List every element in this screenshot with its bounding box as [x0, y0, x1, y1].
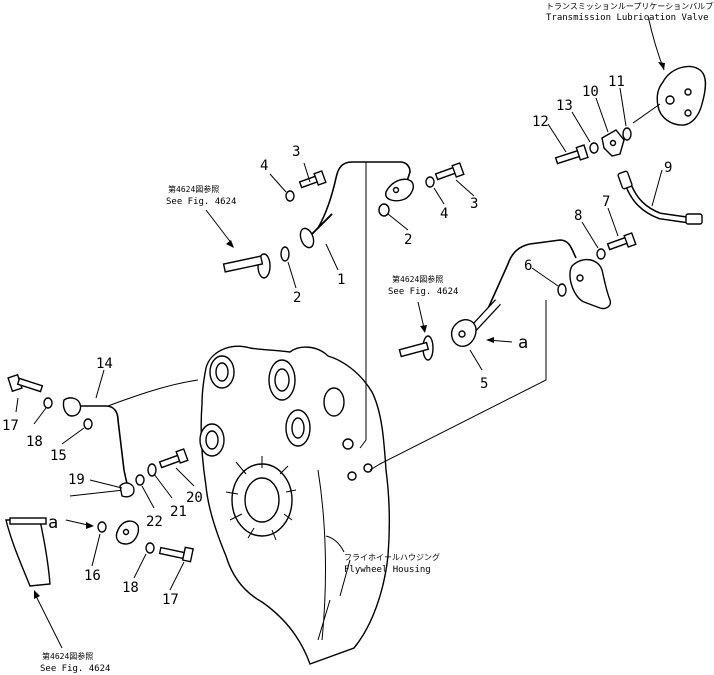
washer-18a [43, 397, 53, 409]
o-ring-2b [378, 203, 390, 217]
part-number-6: 6 [524, 258, 532, 274]
see-fig-arrow-3 [35, 595, 63, 649]
a-arrow-1-head [486, 337, 494, 343]
part-number-13: 13 [556, 98, 573, 114]
pipe-19 [69, 482, 135, 498]
bolt-3a [298, 170, 327, 189]
part-number-16: 16 [84, 568, 101, 584]
see-fig-arrow-1-head [226, 240, 234, 248]
bolt-12 [554, 144, 589, 165]
bolt-20 [158, 448, 189, 469]
see-fig-arrow-3-head [34, 590, 40, 599]
part-number-7: 7 [602, 194, 610, 210]
part-number-3a: 3 [292, 144, 300, 160]
washer-18b [145, 542, 155, 554]
bolt-17a [7, 373, 44, 393]
o-ring-16 [97, 521, 107, 533]
valve-label-jp: トランスミッションループリケーションバルブ [546, 1, 713, 11]
part-number-8: 8 [574, 208, 582, 224]
o-ring-11 [622, 127, 632, 141]
flange-lower [115, 520, 140, 545]
see-fig-arrow-2 [417, 301, 425, 329]
part-number-14: 14 [96, 356, 113, 372]
flange-right [569, 259, 612, 310]
washer-22 [135, 474, 145, 486]
flywheel-housing [199, 345, 391, 665]
part-number-5: 5 [480, 376, 488, 392]
part-number-18b: 18 [122, 580, 139, 596]
part-number-1: 1 [337, 272, 345, 288]
hose-9 [617, 170, 703, 225]
part-number-18a: 18 [26, 434, 43, 450]
see-fig-label-3-en: See Fig. 4624 [40, 664, 110, 674]
see-fig-label-1-jp: 第4624図参照 [168, 184, 219, 194]
see-fig-label-3-jp: 第4624図参照 [42, 651, 93, 661]
see-fig-label-2-en: See Fig. 4624 [388, 287, 458, 297]
see-fig-label-1-en: See Fig. 4624 [166, 197, 236, 207]
flywheel-label-jp: フライホイールハウジング [344, 552, 440, 562]
lube-pipe-5 [369, 239, 577, 471]
washer-21 [147, 463, 157, 477]
reference-a-1: a [518, 333, 528, 353]
washer-4b [425, 176, 435, 188]
part-number-10: 10 [582, 84, 599, 100]
flywheel-label-en: Flywheel Housing [344, 565, 431, 575]
leader-lines [15, 87, 663, 591]
part-number-21: 21 [170, 504, 187, 520]
washer-4a [285, 190, 295, 202]
elbow-10 [601, 129, 625, 157]
part-number-15: 15 [50, 448, 67, 464]
part-number-2a: 2 [293, 290, 301, 306]
see-fig-label-2-jp: 第4624図参照 [392, 274, 443, 284]
transmission-lubrication-valve [632, 65, 707, 126]
flange-center [398, 319, 477, 361]
bracket-lower-left [5, 517, 51, 587]
reference-a-2: a [48, 513, 58, 533]
bolt-7 [606, 232, 637, 251]
valve-leader-line [647, 15, 665, 71]
valve-leader-arrow [658, 62, 665, 70]
o-ring-2a [280, 246, 290, 262]
flange-left [222, 227, 315, 279]
part-number-3b: 3 [470, 196, 478, 212]
lube-pipe-1 [309, 161, 411, 449]
o-ring-6 [557, 283, 567, 297]
part-number-20: 20 [186, 490, 203, 506]
part-number-12: 12 [532, 114, 549, 130]
valve-label-en: Transmission Lubrication Valve [546, 13, 709, 23]
lube-pipe-14 [62, 379, 199, 495]
see-fig-arrow-1 [205, 209, 233, 245]
part-number-4a: 4 [260, 158, 268, 174]
part-number-2b: 2 [404, 232, 412, 248]
flange-upper [385, 178, 414, 202]
part-number-17a: 17 [2, 418, 19, 434]
a-arrow-2-head [86, 522, 94, 529]
part-number-22: 22 [146, 514, 163, 530]
washer-8 [596, 248, 606, 260]
bolt-17b [158, 546, 194, 563]
see-fig-arrow-2-head [420, 325, 427, 333]
bolt-3b [434, 162, 465, 181]
flywheel-leader [325, 535, 345, 553]
part-number-11: 11 [608, 74, 625, 90]
part-number-9: 9 [664, 160, 672, 176]
part-number-4b: 4 [440, 206, 448, 222]
part-number-19: 19 [68, 472, 85, 488]
part-number-17b: 17 [162, 592, 179, 608]
o-ring-15 [83, 418, 93, 430]
washer-13 [589, 142, 599, 154]
